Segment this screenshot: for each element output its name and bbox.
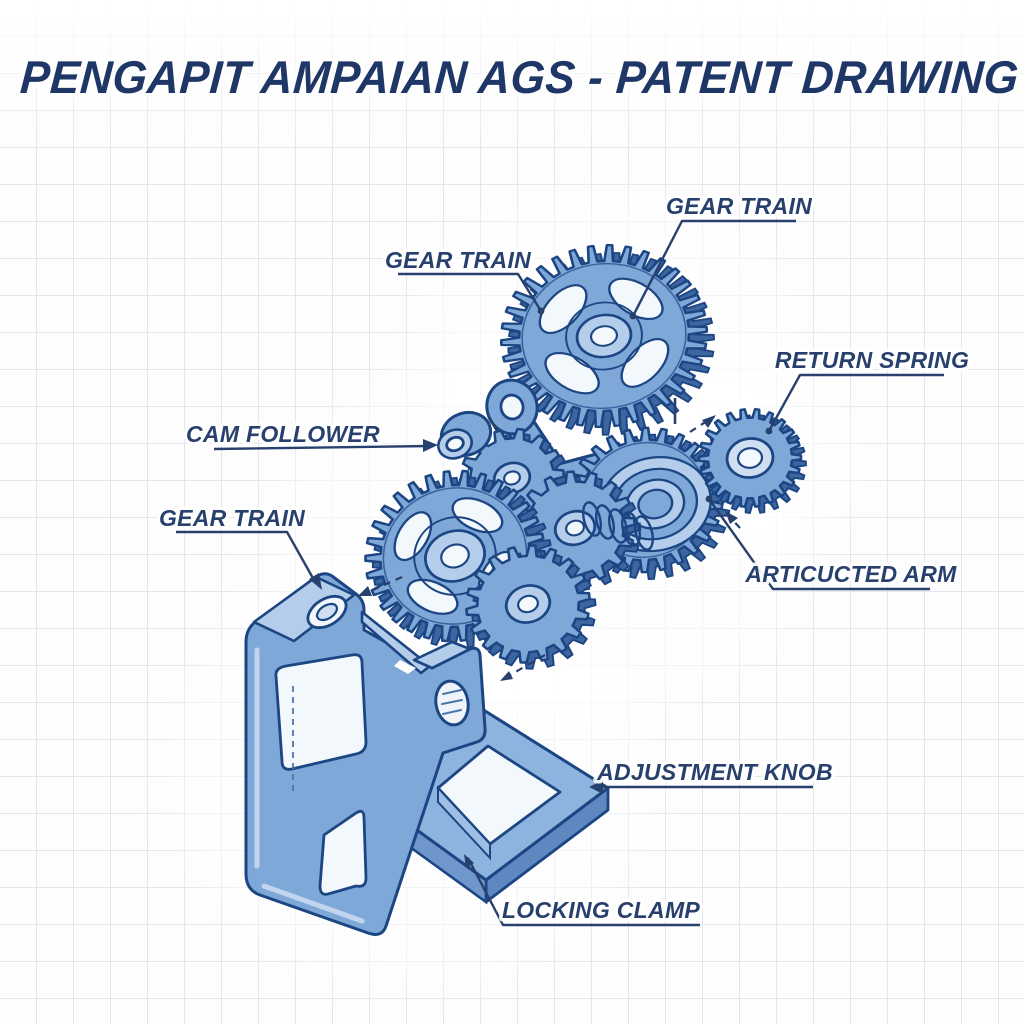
tab-top-face <box>252 575 356 643</box>
top-spur-gear <box>499 243 716 436</box>
frame-window-upper <box>274 653 368 771</box>
label-gear-train-upper-left: GEAR TRAIN <box>381 244 545 315</box>
coil-spring <box>582 501 654 551</box>
label-gear-train-left: GEAR TRAIN <box>155 502 322 590</box>
top-gear <box>499 243 716 436</box>
label-text-gear-train-upper-left: GEAR TRAIN <box>385 247 531 273</box>
label-text-return-spring: RETURN SPRING <box>775 347 969 373</box>
gear-cluster-assembly <box>364 407 807 670</box>
label-locking-clamp: LOCKING CLAMP <box>464 854 704 927</box>
label-text-locking-clamp: LOCKING CLAMP <box>502 897 700 923</box>
label-adjustment-knob: ADJUSTMENT KNOB <box>589 756 836 794</box>
label-articulated-arm: ARTICUCTED ARM <box>705 495 960 591</box>
frame-window-lower <box>318 809 368 896</box>
label-text-gear-train-left: GEAR TRAIN <box>159 505 305 531</box>
locking-clamp-body <box>244 572 610 936</box>
label-gear-train-top: GEAR TRAIN <box>629 190 815 320</box>
label-text-articulated-arm: ARTICUCTED ARM <box>744 561 957 587</box>
label-cam-follower: CAM FOLLOWER <box>183 418 438 452</box>
label-text-adjustment-knob: ADJUSTMENT KNOB <box>596 759 833 785</box>
cluster-gear-front <box>465 544 597 670</box>
cam-follower-bushing <box>437 410 493 460</box>
label-return-spring: RETURN SPRING <box>765 344 972 435</box>
label-text-cam-follower: CAM FOLLOWER <box>186 421 380 447</box>
label-text-gear-train-top: GEAR TRAIN <box>666 193 812 219</box>
return-spring-gear <box>697 407 807 514</box>
exploded-view-arrows <box>358 398 741 681</box>
